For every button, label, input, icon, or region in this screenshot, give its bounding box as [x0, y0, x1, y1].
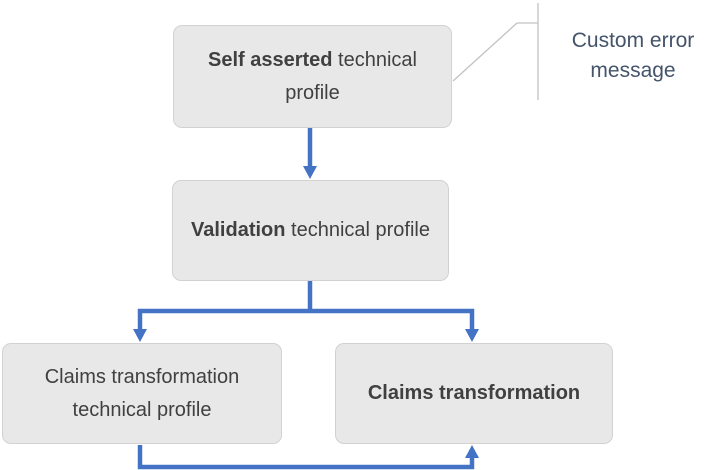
node-label: Validation technical profile: [191, 214, 430, 247]
node-validation-technical-profile: Validation technical profile: [172, 180, 449, 281]
connector-validation-to-branches: [133, 281, 479, 342]
node-label-bold: Validation: [191, 219, 286, 241]
node-label-rest: technical profile: [285, 219, 430, 241]
connector-claims-tp-to-claims-transformation: [137, 445, 479, 470]
arrow-self-to-validation: [303, 128, 317, 179]
node-claims-transformation: Claims transformation: [335, 343, 613, 444]
node-label: Claims transformation technical profile: [16, 361, 268, 427]
callout-label: Custom error message: [571, 29, 695, 82]
node-label-rest: technical profile: [285, 48, 417, 104]
node-label-bold: Claims transformation: [367, 382, 581, 404]
node-label: Self asserted technical profile: [187, 44, 438, 110]
node-label: Claims transformation: [368, 377, 580, 410]
node-label-rest: Claims transformation technical profile: [44, 365, 240, 421]
node-self-asserted-technical-profile: Self asserted technical profile: [173, 25, 452, 128]
node-claims-transformation-technical-profile: Claims transformation technical profile: [2, 343, 282, 444]
node-label-bold: Self asserted: [207, 48, 333, 71]
callout-leader-line: [452, 3, 539, 100]
